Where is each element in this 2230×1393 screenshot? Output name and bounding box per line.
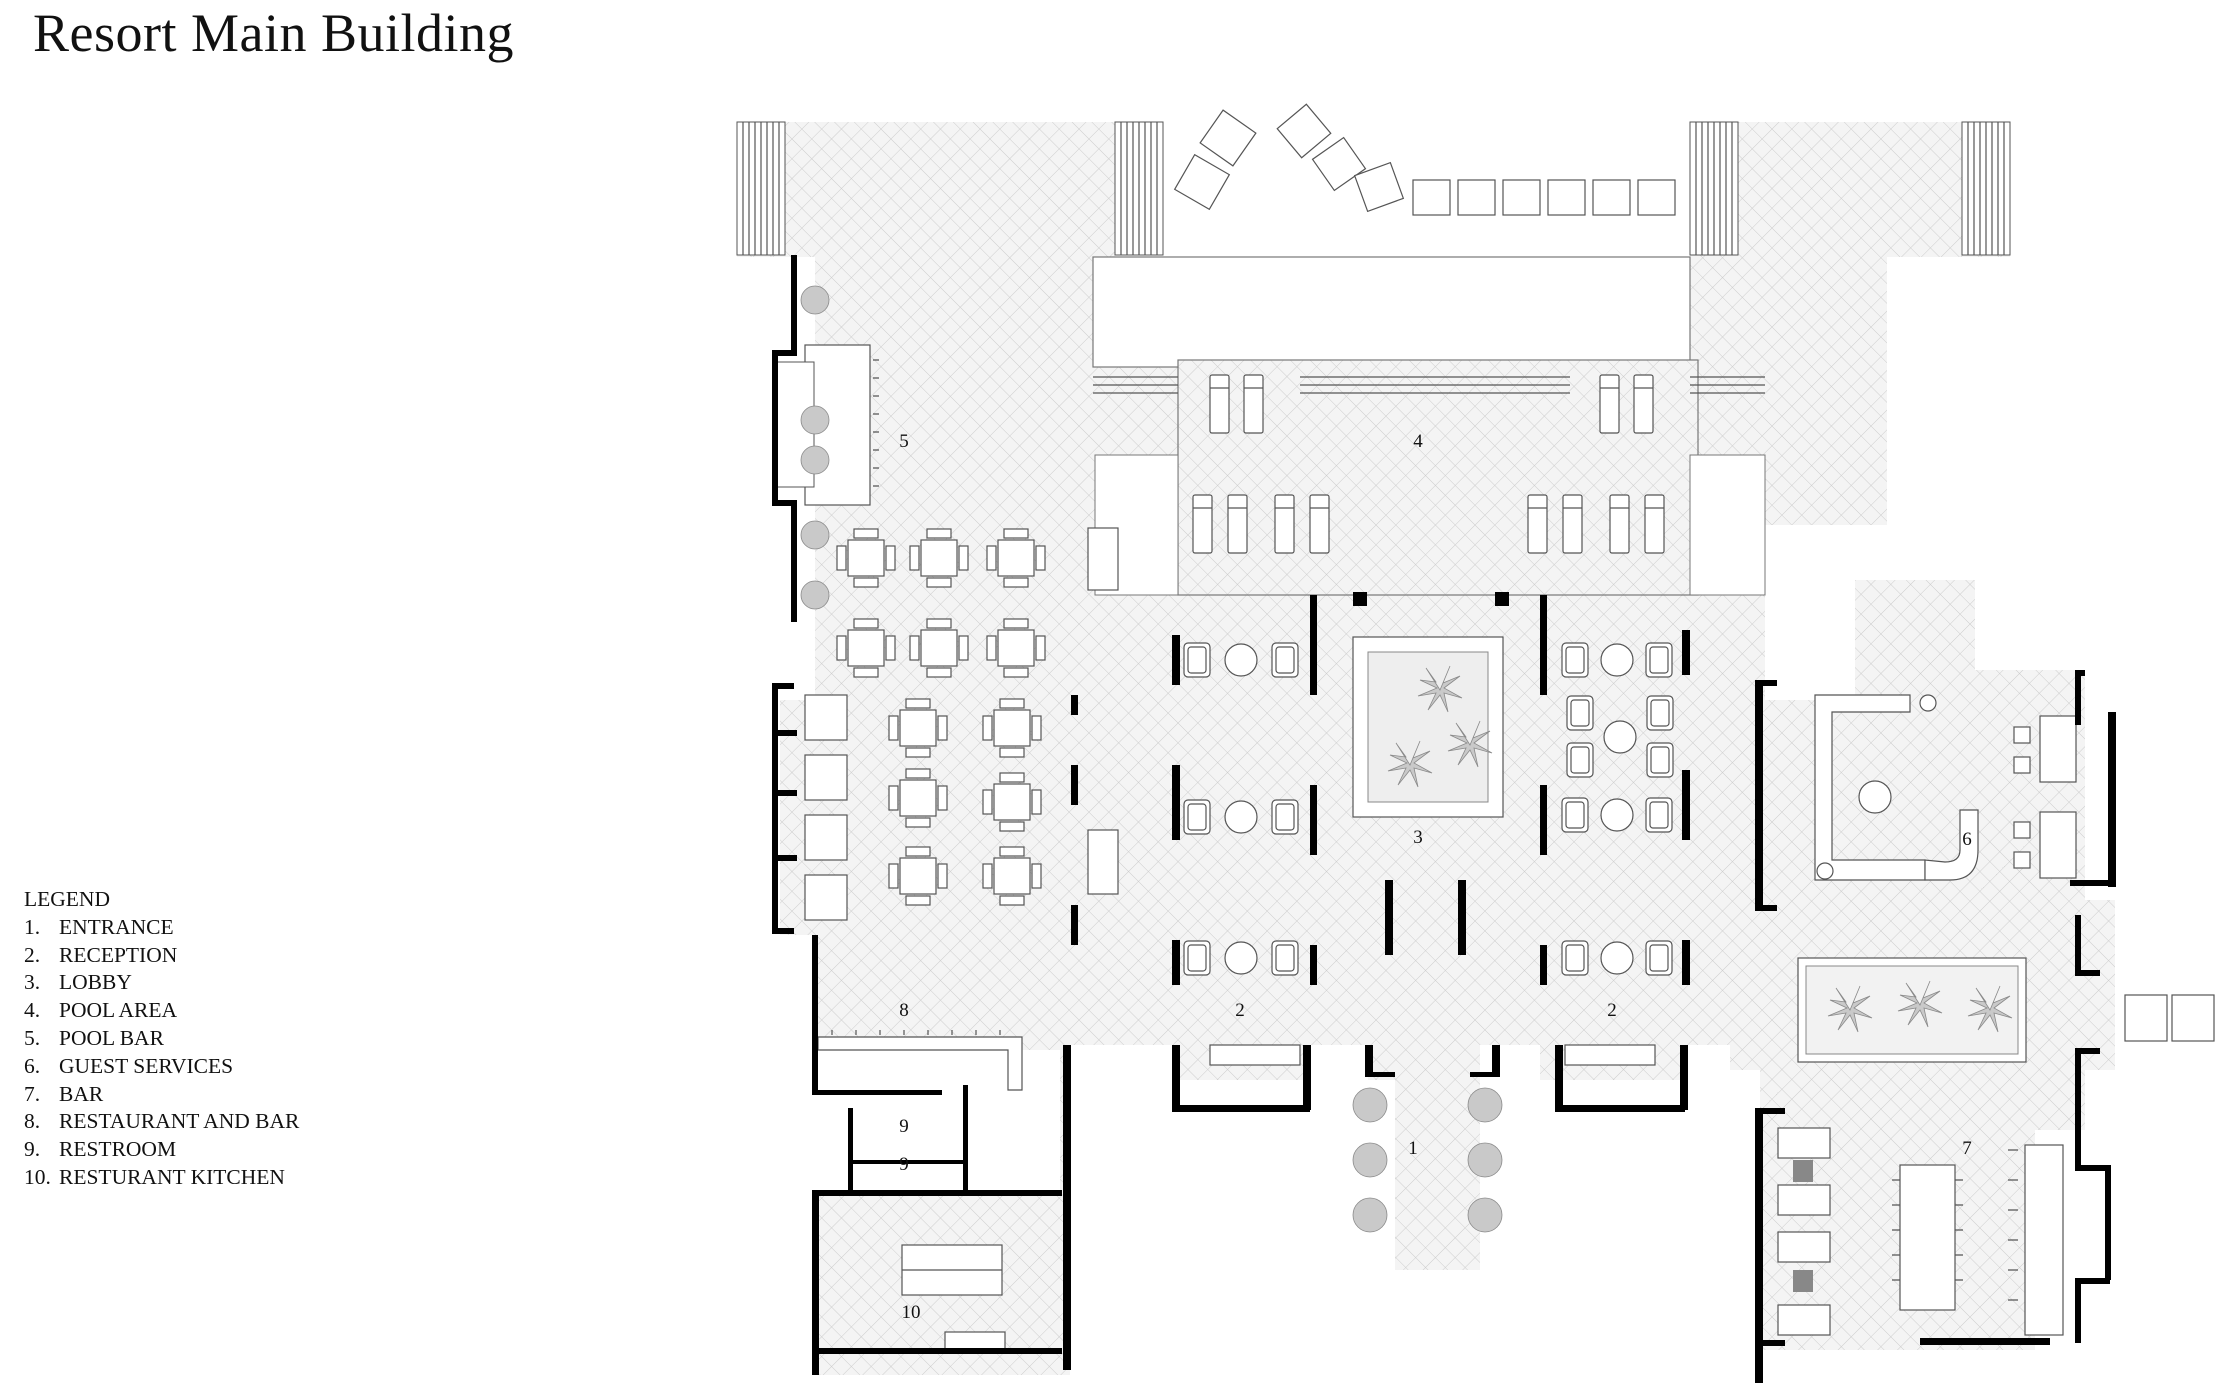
legend-number: 4.: [24, 998, 41, 1023]
legend-item: 7. BAR: [24, 1081, 299, 1109]
legend-label: POOL BAR: [59, 1025, 164, 1050]
legend-label: POOL AREA: [59, 998, 178, 1023]
room-label-kitchen: 10: [902, 1302, 921, 1323]
planter: [1797, 957, 2027, 1063]
legend-number: 1.: [24, 914, 41, 939]
legend-number: 5.: [24, 1025, 41, 1050]
legend-number: 6.: [24, 1053, 41, 1078]
legend-number: 7.: [24, 1081, 41, 1106]
legend-label: GUEST SERVICES: [59, 1053, 234, 1078]
room-label-pool-area: 4: [1413, 431, 1423, 452]
legend-number: 2.: [24, 942, 41, 967]
stepping-pads: [1173, 103, 2215, 1042]
legend-label: RESTAURANT AND BAR: [59, 1109, 300, 1134]
legend-number: 3.: [24, 970, 41, 995]
legend-number: 10.: [24, 1164, 51, 1189]
room-label-restaurant: 8: [899, 1000, 909, 1021]
room-label-pool-bar: 5: [899, 431, 909, 452]
walls: [772, 255, 2116, 1383]
legend-number: 9.: [24, 1137, 41, 1162]
legend-item: 5. POOL BAR: [24, 1025, 299, 1053]
bar-furniture: [1777, 1127, 2064, 1336]
legend: LEGEND 1. ENTRANCE 2. RECEPTION 3. LOBBY 4.…: [24, 886, 299, 1192]
guest-services-furniture: [1814, 694, 2077, 881]
legend-item: 8. RESTAURANT AND BAR: [24, 1108, 299, 1136]
room-label-guest-services: 6: [1962, 829, 1972, 850]
room-label-entrance: 1: [1408, 1138, 1418, 1159]
legend-item: 6. GUEST SERVICES: [24, 1053, 299, 1081]
pool-deck: [1092, 256, 1766, 596]
legend-item: 2. RECEPTION: [24, 942, 299, 970]
room-label-reception-right: 2: [1607, 1000, 1617, 1021]
legend-item: 10. RESTURANT KITCHEN: [24, 1164, 299, 1192]
room-label-restroom-lower: 9: [899, 1154, 909, 1175]
service-walls: [812, 935, 963, 1164]
restaurant-bar-counter: [817, 1030, 1023, 1091]
legend-label: RESTROOM: [59, 1137, 177, 1162]
room-labels: 1 2 2 3 4 5 6 7 8 9 9 10: [899, 431, 1972, 1323]
lobby-courtyard: [1352, 636, 1504, 818]
legend-label: RESTURANT KITCHEN: [59, 1164, 285, 1189]
legend-label: RECEPTION: [59, 942, 178, 967]
legend-item: 1. ENTRANCE: [24, 914, 299, 942]
legend-item: 3. LOBBY: [24, 969, 299, 997]
kitchen-equipment: [901, 1244, 1006, 1351]
room-label-bar: 7: [1962, 1138, 1972, 1159]
restaurant-tables: [804, 527, 1119, 921]
lobby-seating: [1183, 642, 1674, 976]
legend-label: LOBBY: [59, 970, 132, 995]
stairs: [736, 121, 2011, 256]
legend-heading: LEGEND: [24, 887, 110, 911]
room-label-lobby: 3: [1413, 827, 1423, 848]
room-label-restroom-upper: 9: [899, 1116, 909, 1137]
drawing-title: Resort Main Building: [33, 3, 514, 63]
legend-label: ENTRANCE: [59, 914, 174, 939]
legend-item: 4. POOL AREA: [24, 997, 299, 1025]
legend-label: BAR: [59, 1081, 104, 1106]
room-label-reception-left: 2: [1235, 1000, 1245, 1021]
legend-number: 8.: [24, 1109, 41, 1134]
reception-desks: [1209, 1044, 1656, 1066]
entrance-plantings: [800, 285, 1503, 1233]
legend-item: 9. RESTROOM: [24, 1136, 299, 1164]
